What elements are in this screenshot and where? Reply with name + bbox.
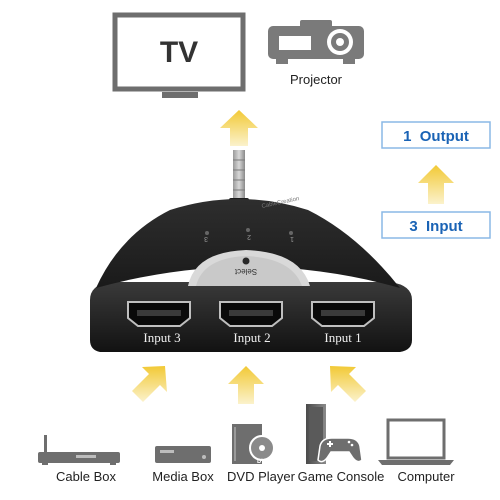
tv-screen	[112, 12, 246, 92]
port-label-input-3: Input 3	[143, 330, 180, 345]
source-label-media-box: Media Box	[152, 469, 214, 484]
projector-icon	[268, 20, 364, 64]
dvd-player-icon: DVD	[232, 424, 275, 465]
output-badge-label: 1 Output	[403, 128, 469, 145]
port-label-input-2: Input 2	[233, 330, 270, 345]
tv-device: TV	[112, 12, 246, 98]
led-1	[289, 231, 293, 235]
input-badge-label: 3 Input	[409, 218, 462, 235]
cable-box-icon	[38, 435, 120, 465]
input-arrow-center	[228, 366, 264, 404]
select-button	[242, 257, 250, 265]
svg-text:DVD: DVD	[257, 459, 270, 465]
tv-stand	[162, 92, 198, 98]
port-input-3	[127, 301, 191, 327]
source-label-game-console: Game Console	[298, 469, 385, 484]
input-arrow-right	[330, 366, 366, 402]
input-badge: 3 Input	[381, 211, 491, 239]
media-box-icon	[155, 446, 211, 463]
source-label-computer: Computer	[397, 469, 455, 484]
output-arrow	[220, 110, 258, 146]
port-input-2	[219, 301, 283, 327]
led-number-1: 1	[290, 235, 294, 242]
source-label-cable-box: Cable Box	[56, 469, 116, 484]
led-number-3: 3	[204, 235, 208, 242]
tv-label: TV	[160, 36, 198, 69]
source-label-dvd-player: DVD Player	[227, 469, 296, 484]
projector-label: Projector	[290, 72, 343, 87]
port-input-1	[311, 301, 375, 327]
led-2	[246, 228, 250, 232]
output-badge: 1 Output	[381, 121, 491, 149]
hdmi-switch: Select CableCreation 3 2 1 Input 3 Input…	[90, 196, 412, 352]
input-arrow-left	[132, 366, 167, 402]
game-console-icon	[306, 404, 363, 464]
select-label: Select	[234, 267, 257, 276]
led-3	[205, 231, 209, 235]
port-label-input-1: Input 1	[324, 330, 361, 345]
computer-icon	[378, 418, 454, 465]
led-number-2: 2	[247, 233, 251, 240]
badge-arrow	[418, 165, 454, 204]
